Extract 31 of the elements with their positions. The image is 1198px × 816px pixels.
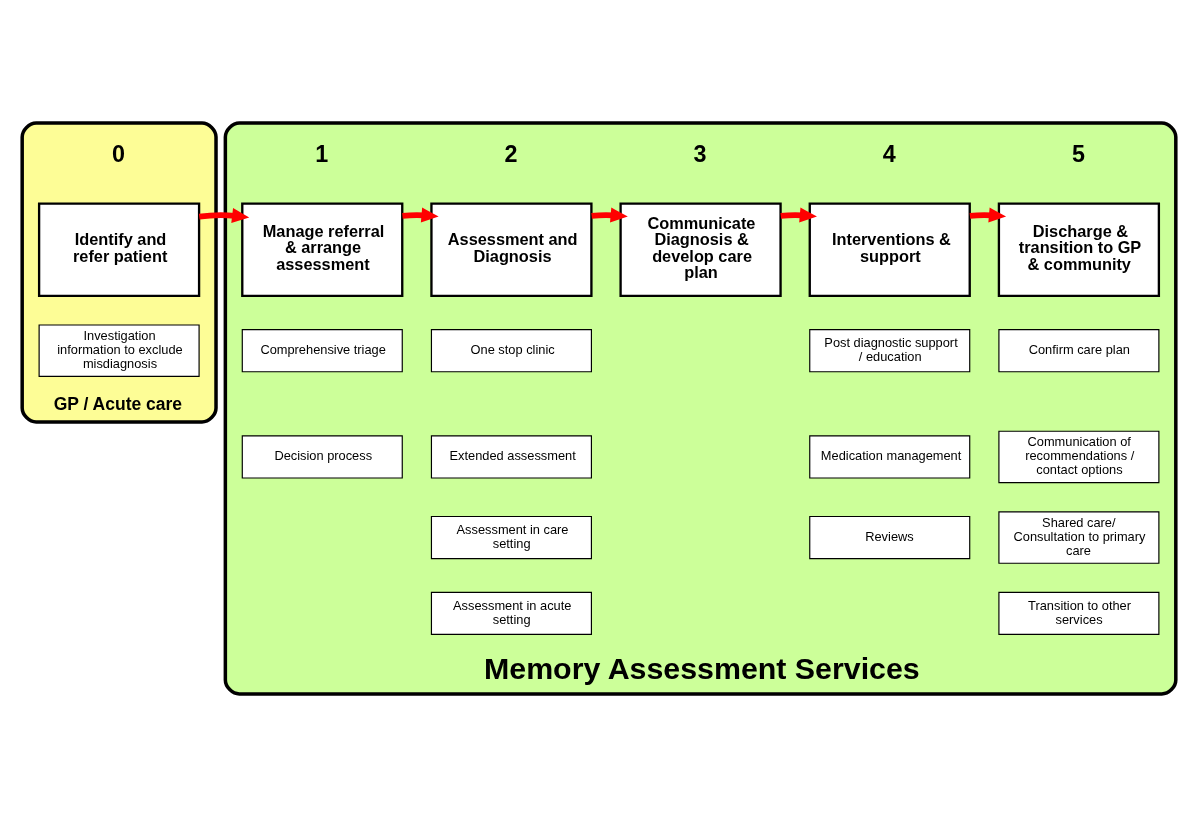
node-box: Assessment in care setting [430,515,592,559]
node-label: 1 [315,140,329,167]
node-box: Discharge & transition to GP & community [997,201,1161,297]
node-box: Transition to other services [998,591,1160,635]
node-label: 2 [504,140,518,167]
arrow [198,207,250,223]
node-box: Identify and refer patient [37,201,201,297]
node-box: Communicate Diagnosis & develop care plan [619,201,782,297]
node-box: Manage referral & arrange assessment [241,201,404,297]
arrow [780,207,817,223]
node-box: Communication of recommendations / contact options [998,430,1160,483]
node-box: Investigation information to exclude misdiagnosis [38,323,200,377]
node-box: Decision process [241,434,403,479]
arrow [402,207,439,223]
node-box: Comprehensive triage [241,328,403,372]
node-box: Reviews [809,515,971,559]
node-box: Extended assessment [430,434,592,479]
node-label: 4 [882,140,896,167]
node-label: 3 [693,140,707,167]
node-box: Medication management [809,434,971,479]
arrow [969,207,1007,223]
node-box: Assessment in acute setting [430,591,592,635]
node-box: One stop clinic [430,328,592,372]
node-box: Shared care/ Consultation to primary care [998,510,1160,564]
arrow [591,207,628,223]
node-label: 5 [1071,140,1085,167]
node-box: Interventions & support [808,201,971,297]
node-box: Confirm care plan [998,328,1160,372]
node-label: 0 [112,140,126,167]
node-box: Assessment and Diagnosis [430,201,593,297]
node-box: Post diagnostic support / education [809,328,971,372]
